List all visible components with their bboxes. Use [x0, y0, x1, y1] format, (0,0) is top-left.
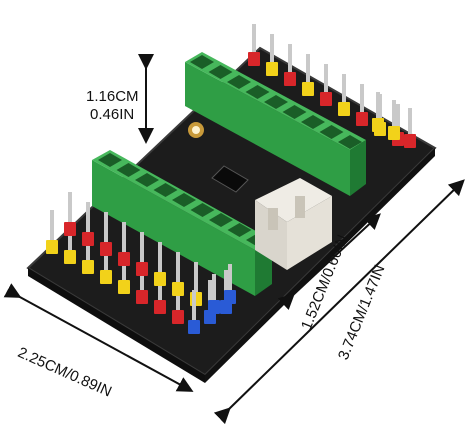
header-pin: [252, 24, 256, 52]
header-socket-hole: [153, 183, 178, 197]
pin-header-block: [118, 252, 130, 266]
pin-header-block: [302, 82, 314, 96]
pin-header-block: [356, 112, 368, 126]
header-pin: [288, 44, 292, 72]
pin-header-block: [154, 272, 166, 286]
header-socket-hole: [245, 85, 270, 99]
pin-header-block: [266, 62, 278, 76]
pin-header-block: [64, 222, 76, 236]
header-pin: [376, 92, 380, 118]
pin-header-block: [404, 134, 416, 148]
header-pin: [122, 222, 126, 252]
pin-header-block: [172, 310, 184, 324]
header-pin: [86, 202, 90, 232]
header-pin: [176, 252, 180, 282]
pin-header-block: [188, 320, 200, 334]
connector-dimension-line: [277, 213, 381, 311]
pin-header-block: [82, 260, 94, 274]
pin-header-block: [100, 242, 112, 256]
header-pin: [158, 242, 162, 272]
header-pin: [360, 84, 364, 112]
header-pin: [392, 100, 396, 126]
pin-header-block: [248, 52, 260, 66]
pin-header-block: [154, 300, 166, 314]
header-pin: [342, 74, 346, 102]
header-pin: [212, 274, 216, 300]
pin-header-block: [284, 72, 296, 86]
pin-header-block: [118, 280, 130, 294]
header-socket-hole: [116, 163, 141, 177]
height-cm-label: 1.16CM: [86, 88, 139, 105]
header-socket-hole: [282, 105, 307, 119]
pin-header-block: [46, 240, 58, 254]
header-pin: [208, 280, 212, 310]
header-socket-hole: [190, 55, 214, 69]
header-socket-hole: [338, 135, 362, 149]
header-pin: [396, 104, 400, 132]
header-socket-hole: [301, 115, 325, 129]
pin-header-block: [136, 290, 148, 304]
header-pin: [270, 34, 274, 62]
width-dimension-line: [3, 283, 194, 392]
pin-header-block: [136, 262, 148, 276]
pin-header-block: [82, 232, 94, 246]
pin-header-block: [208, 300, 220, 314]
pin-header-block: [372, 118, 384, 132]
header-pin: [306, 54, 310, 82]
header-pin: [194, 262, 198, 292]
pin-header-block: [338, 102, 350, 116]
header-pin: [68, 192, 72, 222]
header-pin: [104, 212, 108, 242]
pin-header-block: [172, 282, 184, 296]
height-in-label: 0.46IN: [90, 106, 135, 123]
header-socket-hole: [135, 173, 159, 187]
pin-header-block: [100, 270, 112, 284]
pin-header-block: [320, 92, 332, 106]
header-socket-hole: [319, 125, 344, 139]
pin-header-block: [64, 250, 76, 264]
header-pin: [228, 264, 232, 290]
header-pin: [408, 108, 412, 134]
header-pin: [324, 64, 328, 92]
header-pin: [140, 232, 144, 262]
header-socket-hole: [208, 65, 233, 79]
header-socket-hole: [172, 193, 196, 207]
header-pin: [50, 210, 54, 240]
pin-header-block: [224, 290, 236, 304]
header-socket-hole: [98, 153, 122, 167]
header-socket-hole: [190, 203, 215, 217]
header-socket-hole: [264, 95, 288, 109]
pin-header-block: [388, 126, 400, 140]
header-pin: [192, 290, 196, 320]
header-socket-hole: [227, 75, 251, 89]
